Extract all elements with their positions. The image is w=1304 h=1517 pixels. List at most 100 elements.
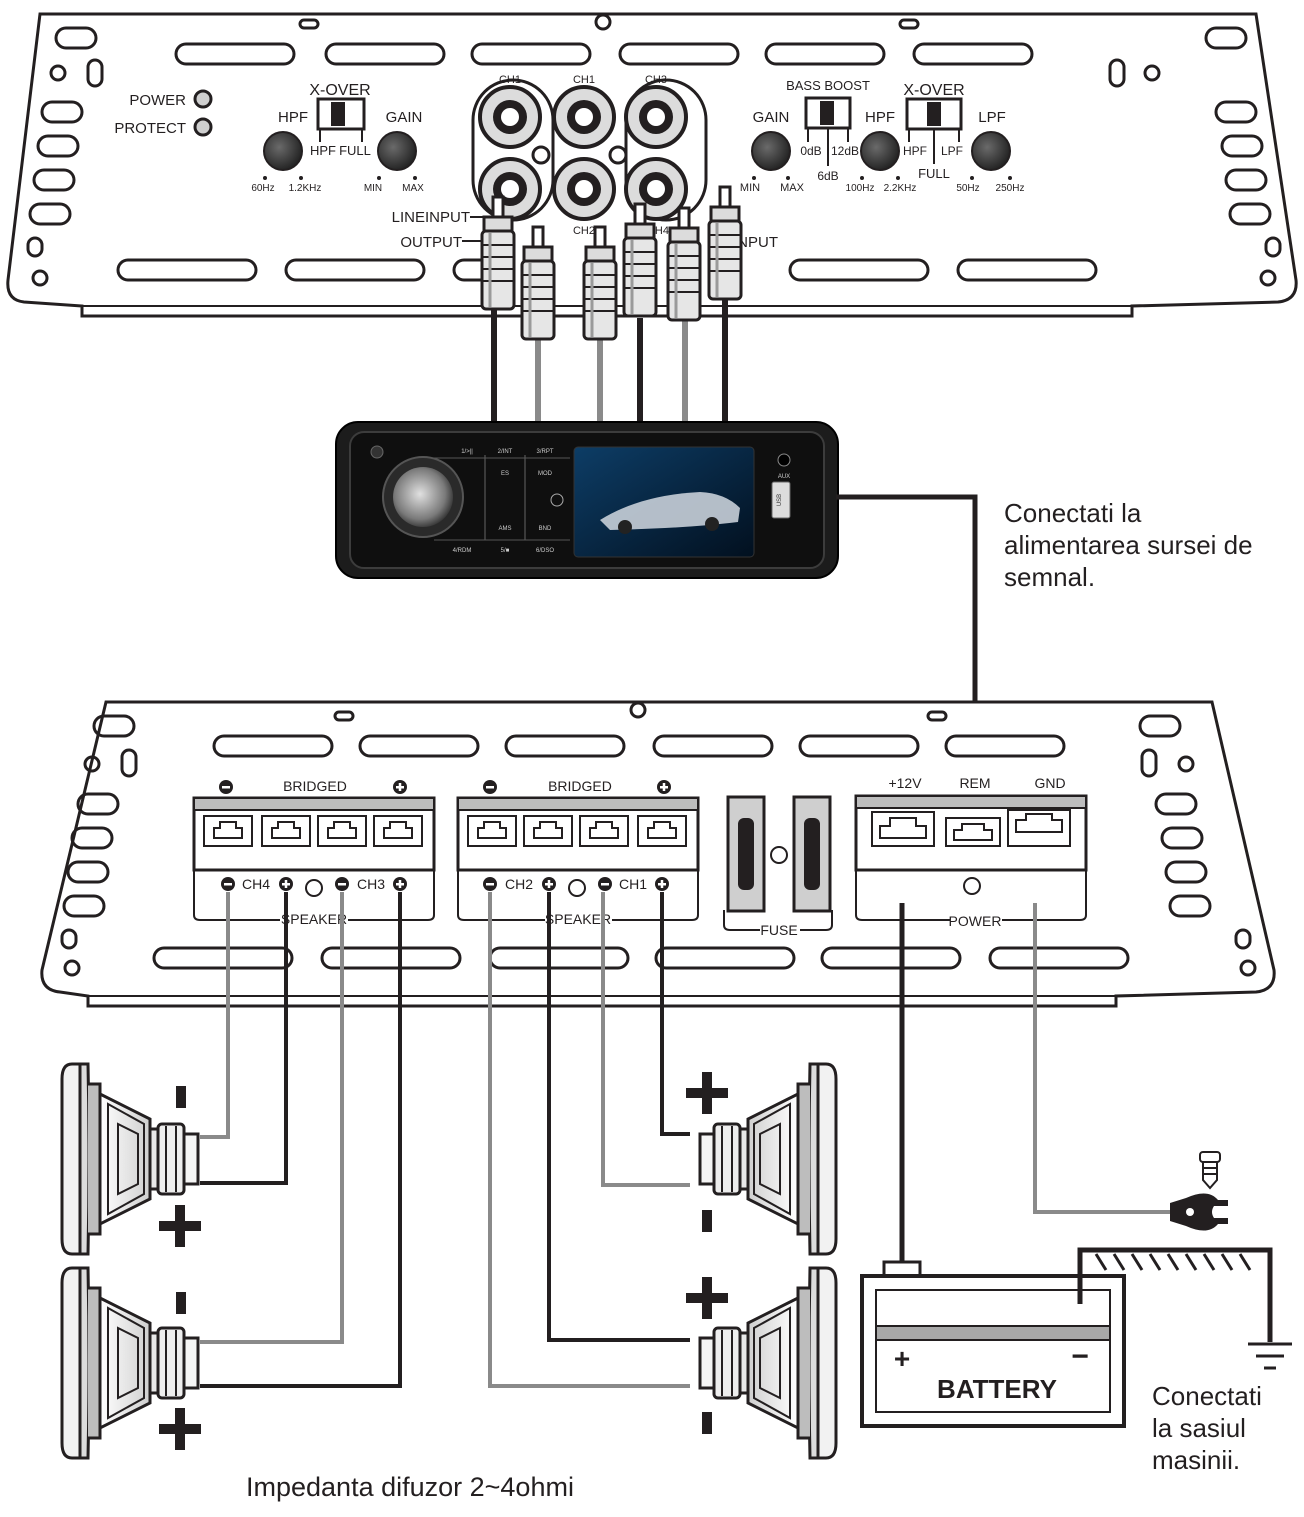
input-right-label: INPUT — [733, 234, 778, 251]
power-label: POWER — [949, 913, 1002, 929]
usb-port-icon[interactable] — [771, 481, 791, 519]
lpf-right-knob[interactable] — [971, 131, 1011, 171]
battery-label: BATTERY — [937, 1374, 1057, 1404]
btn-ams[interactable]: AMS — [498, 526, 511, 532]
bass-boost-6db: 6dB — [817, 169, 838, 183]
hpf-right-knob[interactable] — [860, 131, 900, 171]
screw-terminal[interactable] — [261, 815, 311, 847]
btn-es[interactable]: ES — [501, 471, 509, 477]
btn-4[interactable]: 4/RDM — [453, 548, 472, 554]
bridged-label-2: BRIDGED — [548, 778, 612, 794]
chassis-caption: Conectati la sasiul masinii. — [1152, 1380, 1262, 1476]
minus-mark-icon — [702, 1412, 712, 1434]
fuse-block: FUSE — [723, 795, 833, 938]
output-label: OUTPUT — [400, 234, 462, 251]
gain-right-knob[interactable] — [751, 131, 791, 171]
aux-label: AUX — [778, 474, 790, 480]
hpf-right-min: 100Hz — [846, 183, 875, 194]
power-button-icon[interactable] — [550, 493, 564, 507]
rca-jack-panel: CH1 CH1 CH3 CH2 CH4 LINEINPUT OUTPUT INP… — [392, 74, 778, 251]
lpf-right-min: 50Hz — [956, 183, 979, 194]
hpf-right-label: HPF — [865, 109, 895, 126]
xover-right-hpf: HPF — [903, 144, 927, 158]
btn-3[interactable]: 3/RPT — [536, 449, 553, 455]
btn-bnd[interactable]: BND — [539, 526, 552, 532]
xover-right-full: FULL — [918, 166, 950, 181]
speaker-terminal-block-1: BRIDGED CH4 CH3 SPEAKER — [192, 778, 436, 927]
plus-mark-icon — [702, 1277, 712, 1319]
plus12v-label: +12V — [888, 775, 922, 791]
car-image-icon — [600, 492, 740, 530]
rca-cables — [480, 185, 743, 425]
power-led-icon — [193, 89, 213, 109]
battery-positive-post — [882, 1260, 922, 1278]
ring-terminal-icon — [1170, 1193, 1228, 1231]
ch1-label: CH1 — [619, 876, 647, 892]
rca-jack[interactable] — [552, 85, 616, 149]
btn-2[interactable]: 2/INT — [498, 449, 513, 455]
gain-left-max: MAX — [402, 183, 424, 194]
plus-mark-icon — [175, 1408, 185, 1450]
rca-label-ch1: CH1 — [499, 74, 521, 86]
aux-port-icon[interactable] — [777, 453, 791, 467]
indicator-leds: POWER PROTECT — [114, 89, 213, 137]
btn-mod[interactable]: MOD — [538, 471, 553, 477]
speaker-label-2: SPEAKER — [545, 911, 611, 927]
xover-left-title: X-OVER — [309, 82, 370, 99]
gain-left-knob[interactable] — [377, 131, 417, 171]
ground-wire — [1033, 903, 1170, 1214]
screw-terminal[interactable] — [317, 815, 367, 847]
rca-jack[interactable] — [478, 157, 542, 221]
screw-terminal[interactable] — [579, 815, 629, 847]
screw-terminal[interactable] — [1007, 809, 1071, 847]
power-led-label: POWER — [129, 92, 186, 109]
gain-left-label: GAIN — [386, 109, 423, 126]
speaker-terminal-block-2: BRIDGED CH2 CH1 SPEAKER — [456, 778, 700, 927]
minus-mark-icon — [702, 1210, 712, 1232]
btn-6[interactable]: 6/DSO — [536, 548, 554, 554]
bass-boost-title: BASS BOOST — [786, 78, 870, 93]
screw-terminal[interactable] — [373, 815, 423, 847]
rca-label-ch2: CH2 — [573, 225, 595, 237]
rca-label-ch1b: CH1 — [573, 74, 595, 86]
speaker-wires — [200, 892, 690, 1388]
switch-full-label: FULL — [339, 143, 371, 158]
rem-label: REM — [959, 775, 990, 791]
protect-led-icon — [193, 117, 213, 137]
screw-terminal[interactable] — [637, 815, 687, 847]
hpf-left-max: 1.2KHz — [289, 183, 322, 194]
battery-plus: + — [894, 1343, 910, 1374]
rca-jack[interactable] — [552, 157, 616, 221]
screw-terminal[interactable] — [871, 811, 935, 847]
battery: + − BATTERY — [860, 1260, 1126, 1428]
switch-hpf-label: HPF — [310, 143, 336, 158]
fuse-label: FUSE — [760, 922, 797, 938]
screw-terminal[interactable] — [467, 815, 517, 847]
chassis-line: Conectati — [1152, 1381, 1262, 1411]
btn-1[interactable]: 1/>|| — [461, 449, 473, 455]
signal-power-line: alimentarea sursei de — [1004, 530, 1253, 560]
signal-power-caption: Conectati la alimentarea sursei de semna… — [1004, 497, 1253, 593]
impedance-caption: Impedanta difuzor 2~4ohmi — [246, 1472, 574, 1502]
screw-terminal[interactable] — [203, 815, 253, 847]
screw-terminal[interactable] — [523, 815, 573, 847]
ch2-label: CH2 — [505, 876, 533, 892]
gain-right-min: MIN — [740, 182, 760, 194]
xover-right-title: X-OVER — [903, 82, 964, 99]
hpf-left-label: HPF — [278, 109, 308, 126]
lpf-right-max: 250Hz — [996, 183, 1025, 194]
hpf-left-knob[interactable] — [263, 131, 303, 171]
rca-label-ch3: CH3 — [645, 74, 667, 86]
btn-5[interactable]: 5/■ — [501, 548, 510, 554]
rem-wire — [836, 494, 978, 790]
rca-jack[interactable] — [624, 85, 688, 149]
rca-jack[interactable] — [478, 85, 542, 149]
protect-led-label: PROTECT — [114, 120, 186, 137]
left-crossover-controls: X-OVER HPF GAIN HPF FULL 60Hz 1.2KHz MIN… — [251, 82, 424, 194]
gain-left-min: MIN — [364, 183, 382, 194]
plus-mark-icon — [702, 1072, 712, 1114]
lpf-right-label: LPF — [978, 109, 1006, 126]
power-terminal-block: +12V REM GND POWER — [854, 775, 1088, 929]
fuse-icon[interactable] — [726, 795, 766, 913]
minus-mark-icon — [176, 1292, 186, 1314]
